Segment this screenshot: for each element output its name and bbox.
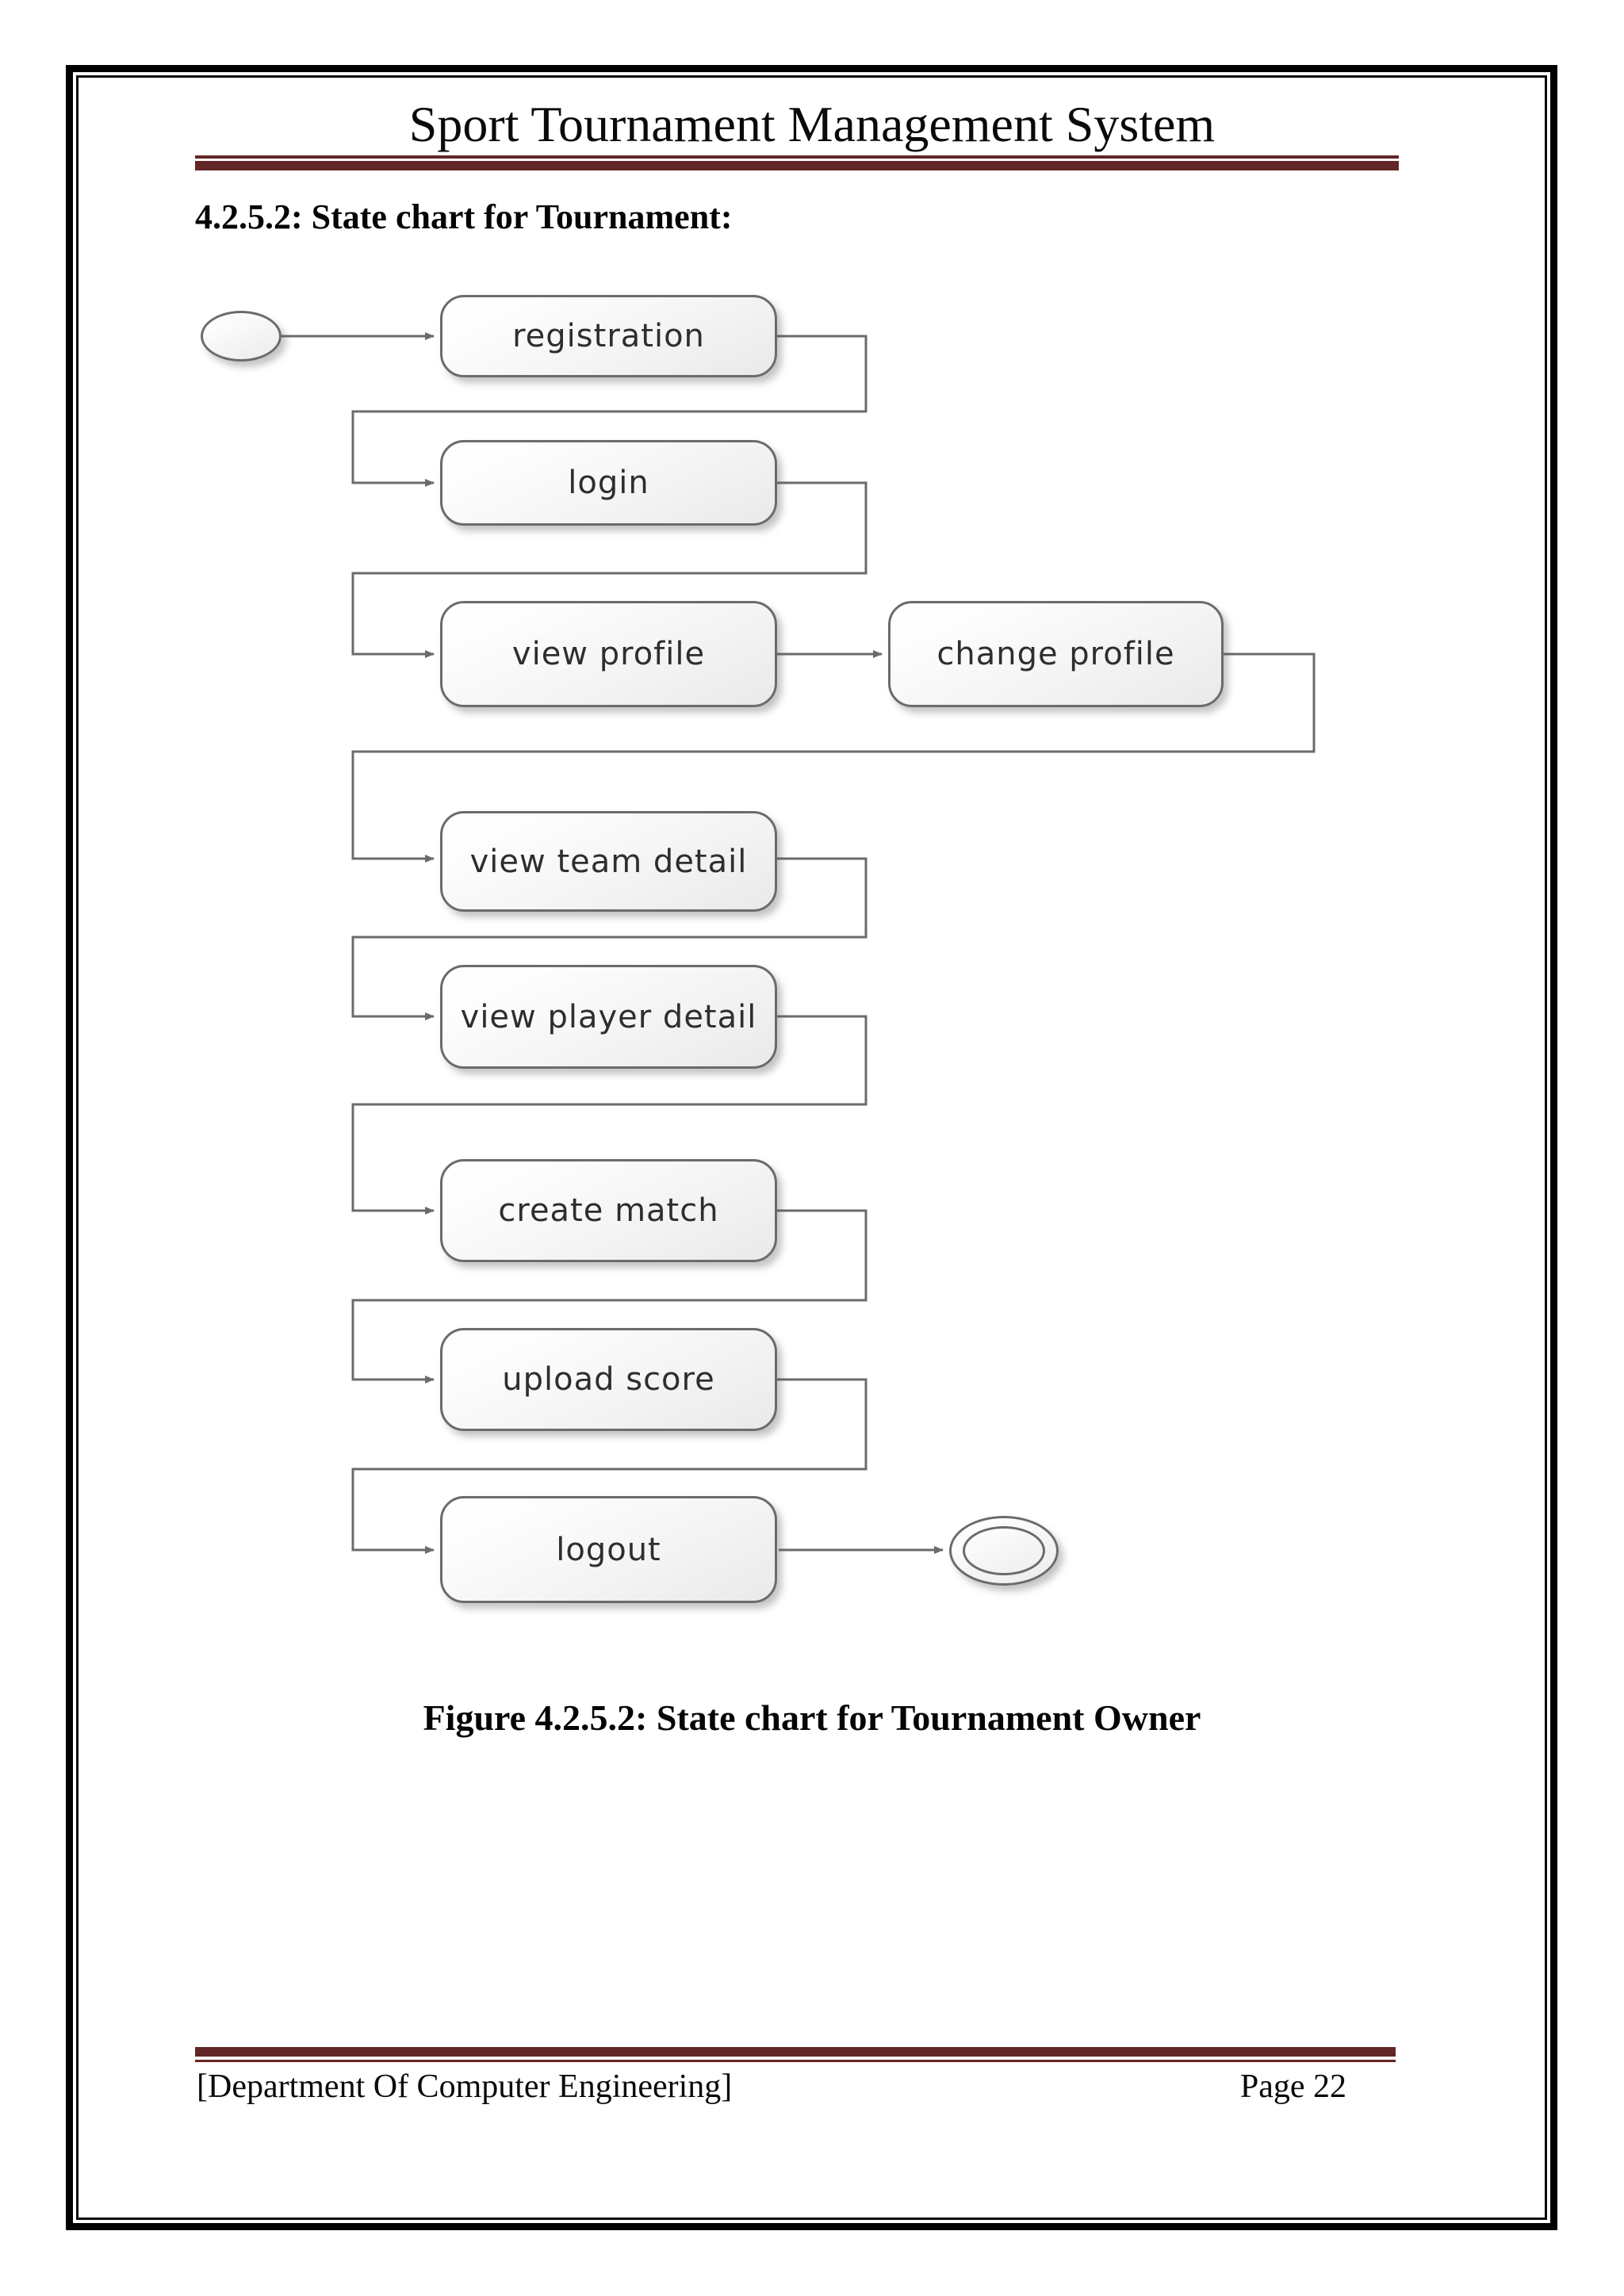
page-title: Sport Tournament Management System <box>408 96 1216 152</box>
header-rule-thin-line <box>195 155 1399 159</box>
footer-department-text: [Department Of Computer Engineering] <box>197 2068 733 2105</box>
connector-view-team-detail-view-player-detail <box>351 857 868 1020</box>
state-label: view team detail <box>469 843 748 880</box>
connector-upload-score-logout <box>351 1378 868 1554</box>
state-login: login <box>440 440 777 526</box>
state-label: change profile <box>936 636 1175 672</box>
connector-create-match-upload-score <box>351 1209 868 1383</box>
initial-state-node <box>201 311 282 362</box>
state-label: upload score <box>502 1361 715 1398</box>
header-rule-thick-bar <box>195 161 1399 170</box>
state-label: view profile <box>511 636 706 672</box>
footer-rule-thick-bar <box>195 2047 1396 2057</box>
footer-rule-thin-line <box>195 2060 1396 2062</box>
header-rule-gap <box>195 159 1399 161</box>
final-state-node <box>949 1516 1059 1586</box>
state-label: registration <box>512 318 705 354</box>
connector-registration-login <box>351 335 868 487</box>
connector-view-player-detail-create-match <box>351 1015 868 1215</box>
section-heading: 4.2.5.2: State chart for Tournament: <box>195 197 733 236</box>
state-registration: registration <box>440 295 777 377</box>
connector-change-profile-view-team-detail <box>351 652 1316 863</box>
final-state-inner-ring <box>963 1526 1045 1575</box>
state-view-profile: view profile <box>440 601 777 707</box>
state-label: logout <box>556 1531 661 1568</box>
state-view-team-detail: view team detail <box>440 811 777 912</box>
page-border-outer <box>66 65 1557 2230</box>
page-border-inner <box>76 75 1547 2220</box>
footer-page-number: Page 22 <box>1239 2068 1346 2105</box>
connector-login-view-profile <box>351 481 868 658</box>
state-view-player-detail: view player detail <box>440 965 777 1069</box>
header-rule <box>195 155 1399 170</box>
state-create-match: create match <box>440 1159 777 1262</box>
state-label: create match <box>498 1192 719 1229</box>
state-label: view player detail <box>460 998 757 1035</box>
state-logout: logout <box>440 1496 777 1603</box>
state-upload-score: upload score <box>440 1328 777 1431</box>
footer-rule-gap <box>195 2057 1396 2060</box>
state-change-profile: change profile <box>888 601 1224 707</box>
figure-caption: Figure 4.2.5.2: State chart for Tourname… <box>423 1697 1201 1738</box>
footer-rule <box>195 2047 1396 2062</box>
state-label: login <box>568 465 649 501</box>
